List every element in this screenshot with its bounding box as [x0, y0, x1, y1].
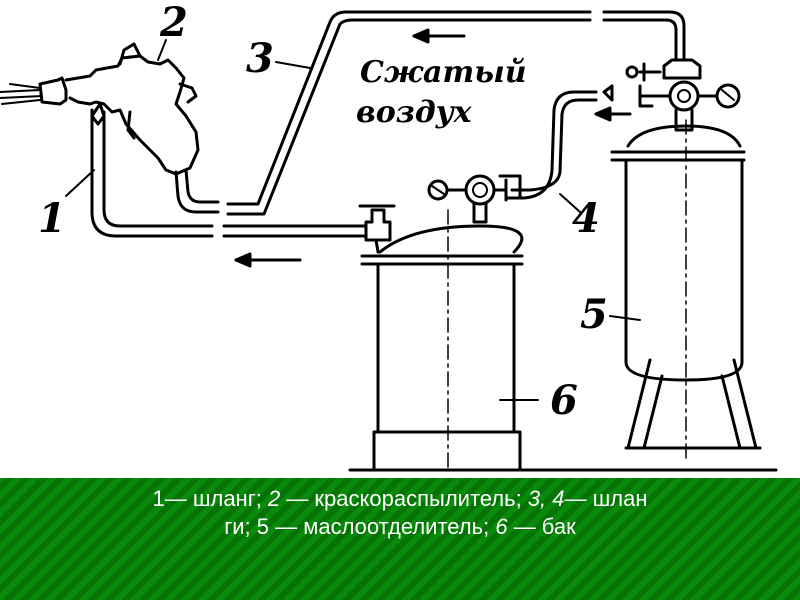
leader-2 [157, 39, 167, 61]
caption-text: — шлан [564, 486, 648, 511]
leader-4 [559, 193, 581, 213]
air-label-line2: воздух [356, 95, 473, 130]
diagram-panel: 1 2 3 4 5 6 Сжатый воздух [0, 0, 800, 478]
caption-line-1: 1— шланг; 2 — краскораспылитель; 3, 4— ш… [0, 486, 800, 512]
caption-text: ги; 5 — маслоотделитель; [224, 514, 496, 539]
caption-text: — бак [507, 514, 576, 539]
caption: 1— шланг; 2 — краскораспылитель; 3, 4— ш… [0, 478, 800, 600]
caption-text: 2 [267, 486, 281, 511]
leader-3 [275, 61, 311, 69]
caption-line-2: ги; 5 — маслоотделитель; 6 — бак [0, 514, 800, 540]
label-3: 3 [246, 35, 274, 82]
caption-text: 3, 4 [527, 486, 565, 511]
spray-gun [0, 42, 220, 214]
air-label-line1: Сжатый [360, 55, 527, 90]
oil-separator [602, 58, 762, 461]
arrow-lower [234, 252, 302, 268]
arrow-upper [412, 28, 466, 44]
caption-text: 1— шланг; [152, 486, 268, 511]
label-2: 2 [159, 0, 188, 46]
label-4: 4 [572, 195, 600, 242]
arrow-middle [594, 106, 632, 122]
label-6: 6 [550, 377, 578, 424]
hose-3 [226, 10, 686, 216]
caption-text: — краскораспылитель; [280, 486, 528, 511]
hose-4 [510, 90, 598, 200]
paint-tank [358, 174, 539, 472]
paint-sprayer-diagram: 1 2 3 4 5 6 Сжатый воздух [0, 0, 778, 472]
label-5: 5 [580, 291, 608, 338]
hose-1 [90, 108, 368, 238]
caption-text: 6 [495, 514, 508, 539]
leader-1 [65, 169, 95, 197]
label-1: 1 [38, 195, 66, 242]
